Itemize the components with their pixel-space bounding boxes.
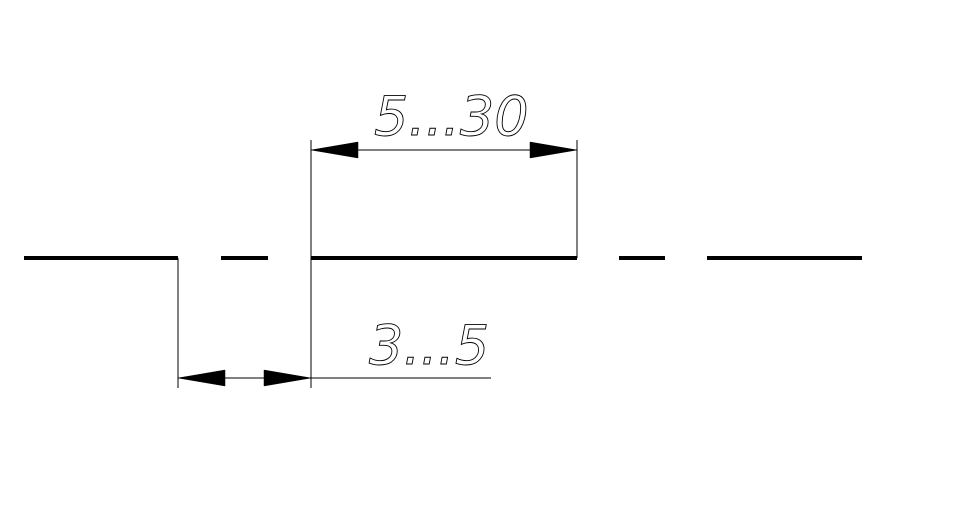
- arrowhead-gap-left: [177, 369, 226, 387]
- arrowhead-left: [310, 141, 359, 159]
- gap-length-label: 3...5: [369, 314, 489, 377]
- arrowhead-right: [529, 141, 578, 159]
- arrowhead-gap-right: [263, 369, 312, 387]
- dash-length-label: 5...30: [374, 85, 529, 148]
- gap-length-dimension: 3...5: [177, 258, 491, 388]
- dash-length-dimension: 5...30: [310, 85, 578, 258]
